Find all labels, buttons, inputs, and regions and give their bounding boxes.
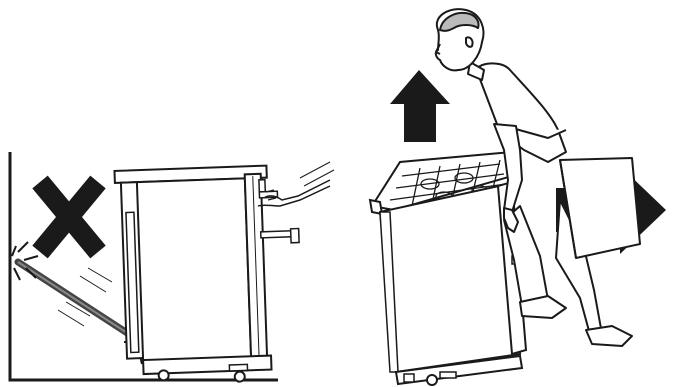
- up-arrow-icon: [390, 70, 450, 142]
- incorrect-panel: [10, 152, 334, 386]
- cross-icon: [40, 182, 98, 252]
- correct-panel: [370, 9, 666, 385]
- pushing-hand: [258, 162, 334, 206]
